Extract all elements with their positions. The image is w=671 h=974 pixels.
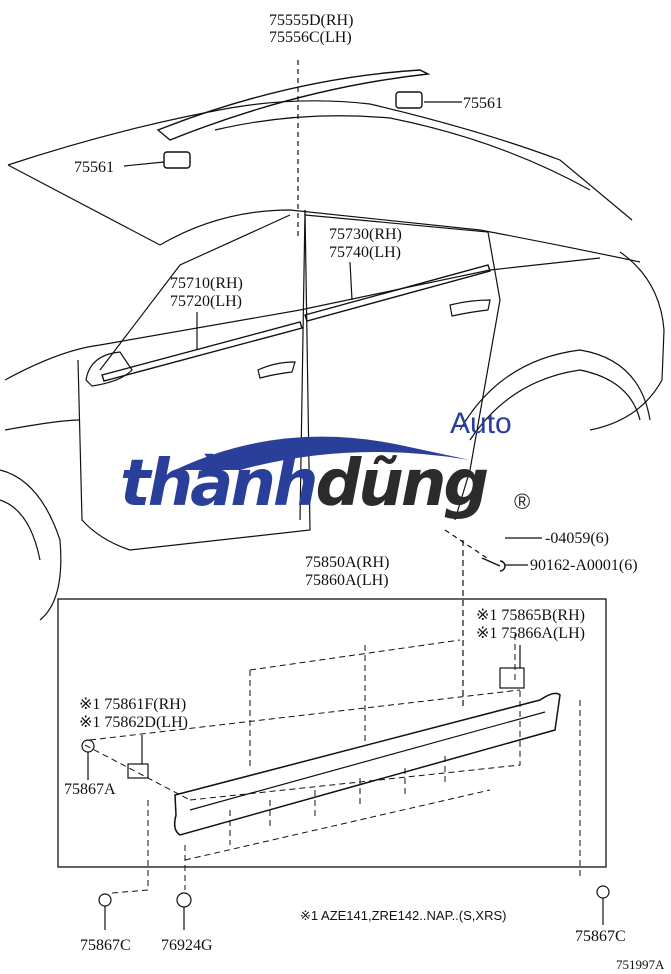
label-rocker-rh: 75850A(RH) bbox=[305, 554, 390, 571]
label-rocker-lh: 75860A(LH) bbox=[305, 572, 389, 589]
registered-icon: ® bbox=[514, 489, 531, 514]
bracket-icon bbox=[127, 763, 149, 779]
label-screw-1: -04059(6) bbox=[545, 530, 609, 547]
bracket-icon bbox=[499, 667, 525, 689]
clip-icon bbox=[176, 892, 192, 908]
watermark-logo: thànhdũng Auto ® bbox=[120, 408, 540, 530]
clip-icon bbox=[596, 885, 610, 899]
rear-belt-molding bbox=[304, 264, 491, 322]
logo-brand-part1: thành bbox=[120, 447, 318, 521]
label-clip-75867c-left: 75867C bbox=[80, 937, 131, 954]
screw-icon bbox=[481, 557, 506, 572]
label-clip-left: 75561 bbox=[74, 159, 114, 176]
label-rear-belt-lh: 75740(LH) bbox=[329, 244, 401, 261]
logo-swoosh bbox=[175, 436, 470, 470]
footnote: ※1 AZE141,ZRE142..NAP..(S,XRS) bbox=[300, 908, 507, 923]
label-bracket-front-rh: ※1 75861F(RH) bbox=[79, 696, 187, 713]
label-clip-76924g: 76924G bbox=[161, 937, 213, 954]
diagram-id: 751997A bbox=[616, 957, 665, 972]
label-roof-molding-lh: 75556C(LH) bbox=[269, 29, 352, 46]
label-clip-75867a: 75867A bbox=[64, 781, 116, 798]
label-roof-molding-rh: 75555D(RH) bbox=[269, 12, 354, 29]
label-bracket-rear-rh: ※1 75865B(RH) bbox=[476, 607, 585, 624]
logo-brand-part2: dũng bbox=[315, 447, 489, 521]
side-mirror bbox=[85, 351, 133, 387]
rocker-panel-box bbox=[57, 598, 607, 868]
label-bracket-front-lh: ※1 75862D(LH) bbox=[79, 714, 188, 731]
clip-icon bbox=[98, 893, 112, 907]
clip-icon bbox=[163, 151, 191, 169]
clip-icon bbox=[81, 739, 95, 753]
label-front-belt-rh: 75710(RH) bbox=[170, 275, 243, 292]
label-bracket-rear-lh: ※1 75866A(LH) bbox=[476, 625, 585, 642]
label-rear-belt-rh: 75730(RH) bbox=[329, 226, 402, 243]
door-handle bbox=[257, 361, 296, 379]
door-handle bbox=[449, 299, 491, 317]
label-clip-75867c-right: 75867C bbox=[575, 928, 626, 945]
clip-icon bbox=[395, 91, 423, 109]
label-screw-2: 90162-A0001(6) bbox=[530, 557, 638, 574]
rocker-panel bbox=[173, 692, 561, 836]
label-clip-right: 75561 bbox=[463, 95, 503, 112]
roof-molding bbox=[156, 69, 431, 141]
front-belt-molding bbox=[101, 321, 303, 382]
logo-auto: Auto bbox=[450, 407, 512, 440]
label-front-belt-lh: 75720(LH) bbox=[170, 293, 242, 310]
